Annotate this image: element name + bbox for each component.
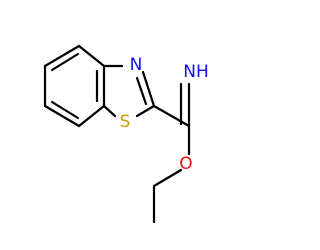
nitrogen-atom-label: N — [130, 55, 143, 75]
atom-label-layer: N S NH O — [120, 55, 209, 174]
bond-c7-c7b — [43, 104, 81, 128]
bond-c2-s — [135, 104, 156, 118]
bond-inner-top — [50, 52, 80, 72]
bond-o-ch2 — [152, 168, 183, 188]
bond-n-c2 — [141, 70, 156, 108]
imine-nh-label: NH — [183, 62, 209, 82]
bond-n-c2-double — [135, 76, 148, 106]
oxygen-atom-label: O — [179, 154, 192, 174]
bond-c2-cimine — [152, 104, 191, 128]
bond-c6-c7 — [77, 104, 106, 128]
bond-c7a-c4 — [43, 44, 81, 68]
bond-s-c7a — [102, 104, 117, 118]
chemical-structure-drawing: N S NH O — [43, 44, 209, 224]
bond-layer — [43, 44, 191, 224]
bond-c4-c5 — [77, 44, 106, 68]
sulfur-atom-label: S — [120, 112, 131, 132]
bond-inner-bottom — [50, 100, 80, 120]
